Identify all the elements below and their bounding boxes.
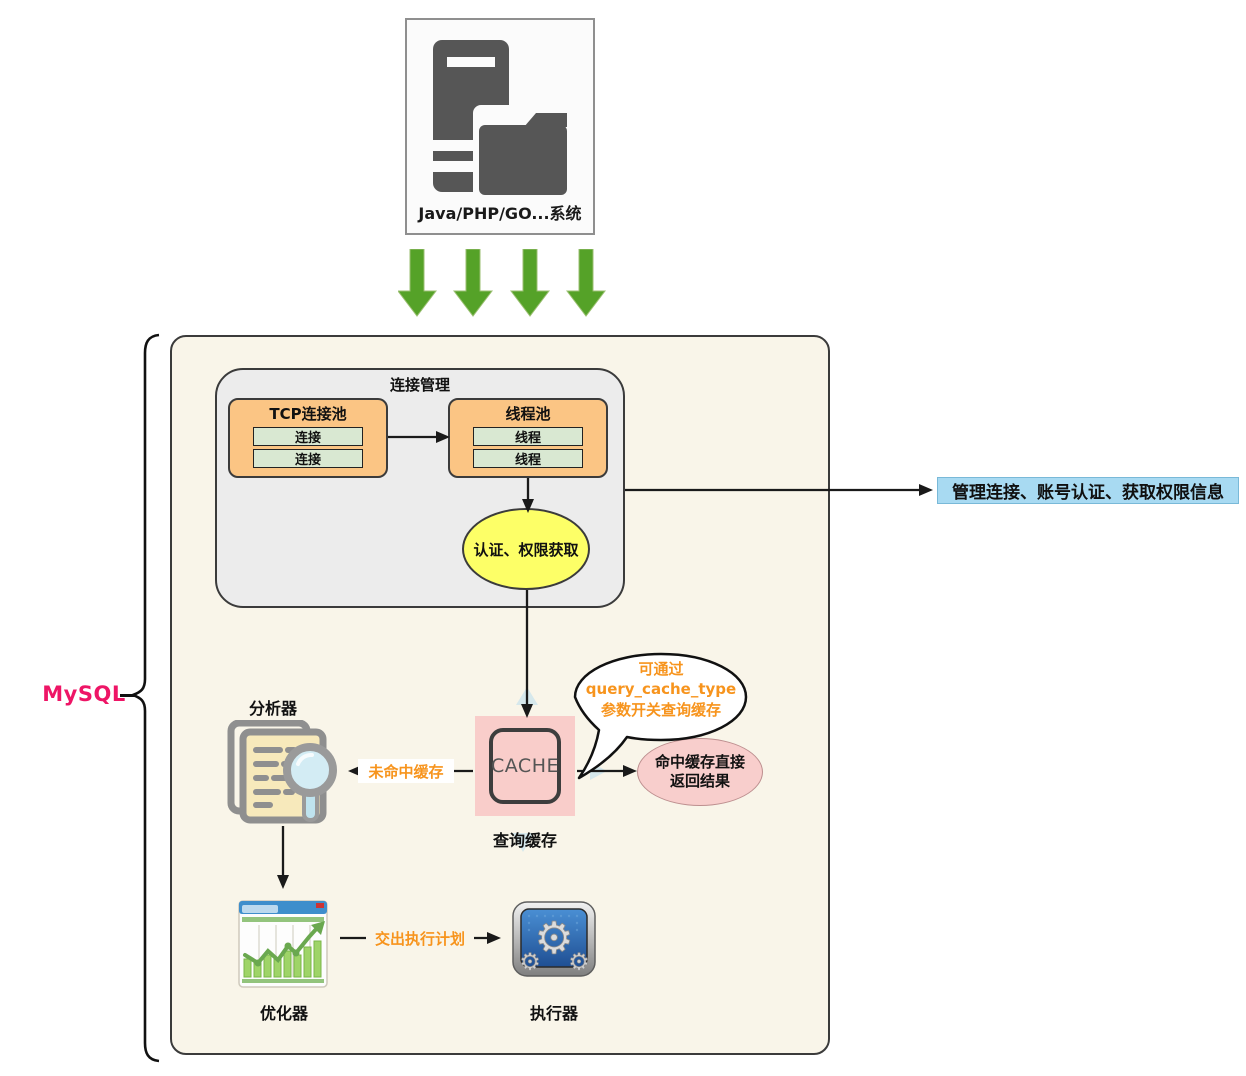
system-label: Java/PHP/GO...系统 [418,204,582,223]
query-cache-label: 查询缓存 [492,831,557,850]
cache-miss-label: 未命中缓存 [358,759,454,783]
optimizer-label: 优化器 [259,1004,308,1023]
connection-management-title: 连接管理 [389,375,450,394]
cache-box: CACHE [489,728,561,804]
server-folder-icon [431,40,573,200]
brace-connector-line [120,694,135,697]
curly-brace [129,333,160,1063]
auth-permission-ellipse: 认证、权限获取 [462,508,590,590]
downward-green-arrows-icon [398,249,606,317]
thread-pool: 线程池 线程 线程 [448,398,608,478]
cache-hit-ellipse: 命中缓存直接 返回结果 [637,738,763,806]
executor-label: 执行器 [529,1004,578,1023]
execution-plan-arrow-label: 交出执行计划 [366,927,474,949]
cache-hit-line1: 命中缓存直接 [654,752,745,771]
query-cache-bubble-text: 可通过 query_cache_type 参数开关查询缓存 [585,660,737,719]
connection-row: 连接 [253,449,363,468]
connection-note: 管理连接、账号认证、获取权限信息 [937,477,1239,504]
thread-row: 线程 [473,449,583,468]
cache-hit-line2: 返回结果 [669,772,730,790]
thread-pool-title: 线程池 [505,404,551,423]
thread-row: 线程 [473,427,583,446]
mysql-label: MySQL [42,682,126,706]
tcp-connection-pool: TCP连接池 连接 连接 [228,398,388,478]
connection-row: 连接 [253,427,363,446]
analyzer-label: 分析器 [248,699,297,718]
tcp-pool-title: TCP连接池 [269,404,347,423]
